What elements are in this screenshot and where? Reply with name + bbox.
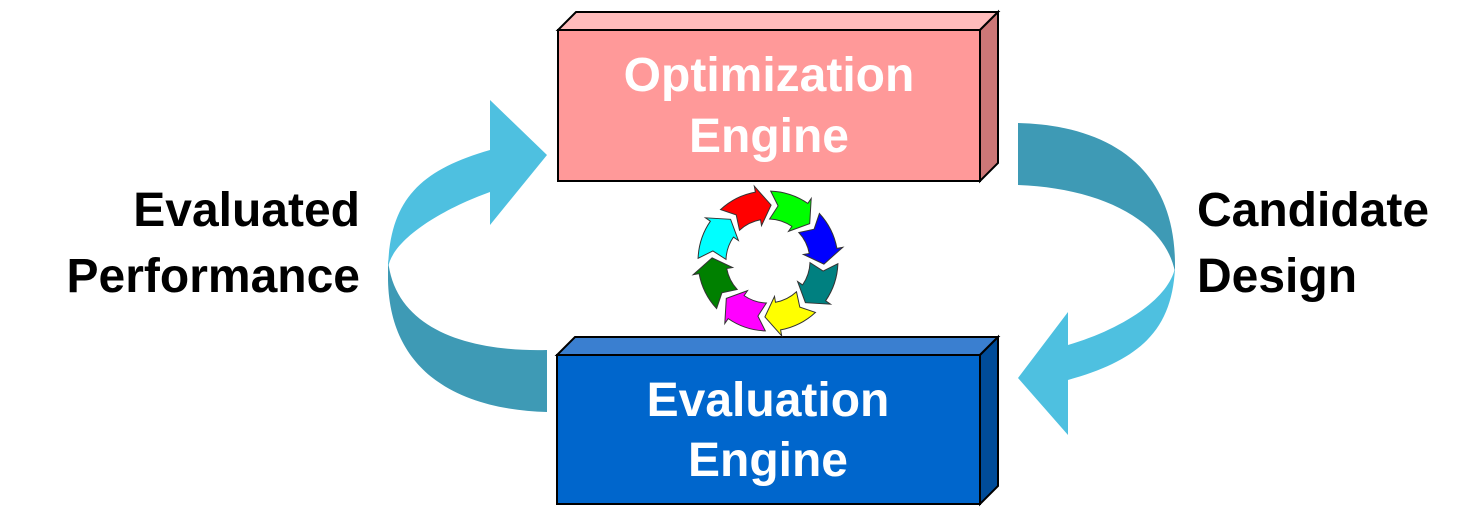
evaluated-performance-label-line1: Evaluated — [133, 184, 360, 237]
evaluation-engine-label-line1: Evaluation — [647, 374, 890, 427]
cycle-arrow-segment — [724, 289, 768, 332]
optimization-engine-box: Optimization Engine — [555, 9, 1001, 184]
optimization-engine-label-line2: Engine — [689, 110, 849, 163]
cycle-arrow-segment — [797, 212, 845, 265]
cycle-icon — [691, 184, 845, 338]
cycle-arrow-segment — [768, 190, 812, 233]
evaluation-engine-label-line2: Engine — [688, 434, 848, 487]
evaluated-performance-label-line2: Performance — [67, 250, 360, 303]
cycle-arrow-segment — [719, 184, 772, 232]
optimization-engine-label-line1: Optimization — [624, 49, 915, 102]
cycle-arrow-segment — [764, 290, 817, 338]
evaluation-engine-box: Evaluation Engine — [554, 334, 1001, 507]
cycle-arrow-segment — [697, 217, 740, 261]
right-curved-arrow — [1018, 123, 1175, 435]
left-curved-arrow — [388, 100, 547, 412]
candidate-design-label-line2: Design — [1197, 250, 1357, 303]
cycle-arrow-segment — [691, 257, 739, 310]
cycle-arrow-segment — [796, 261, 839, 305]
candidate-design-label-line1: Candidate — [1197, 184, 1429, 237]
